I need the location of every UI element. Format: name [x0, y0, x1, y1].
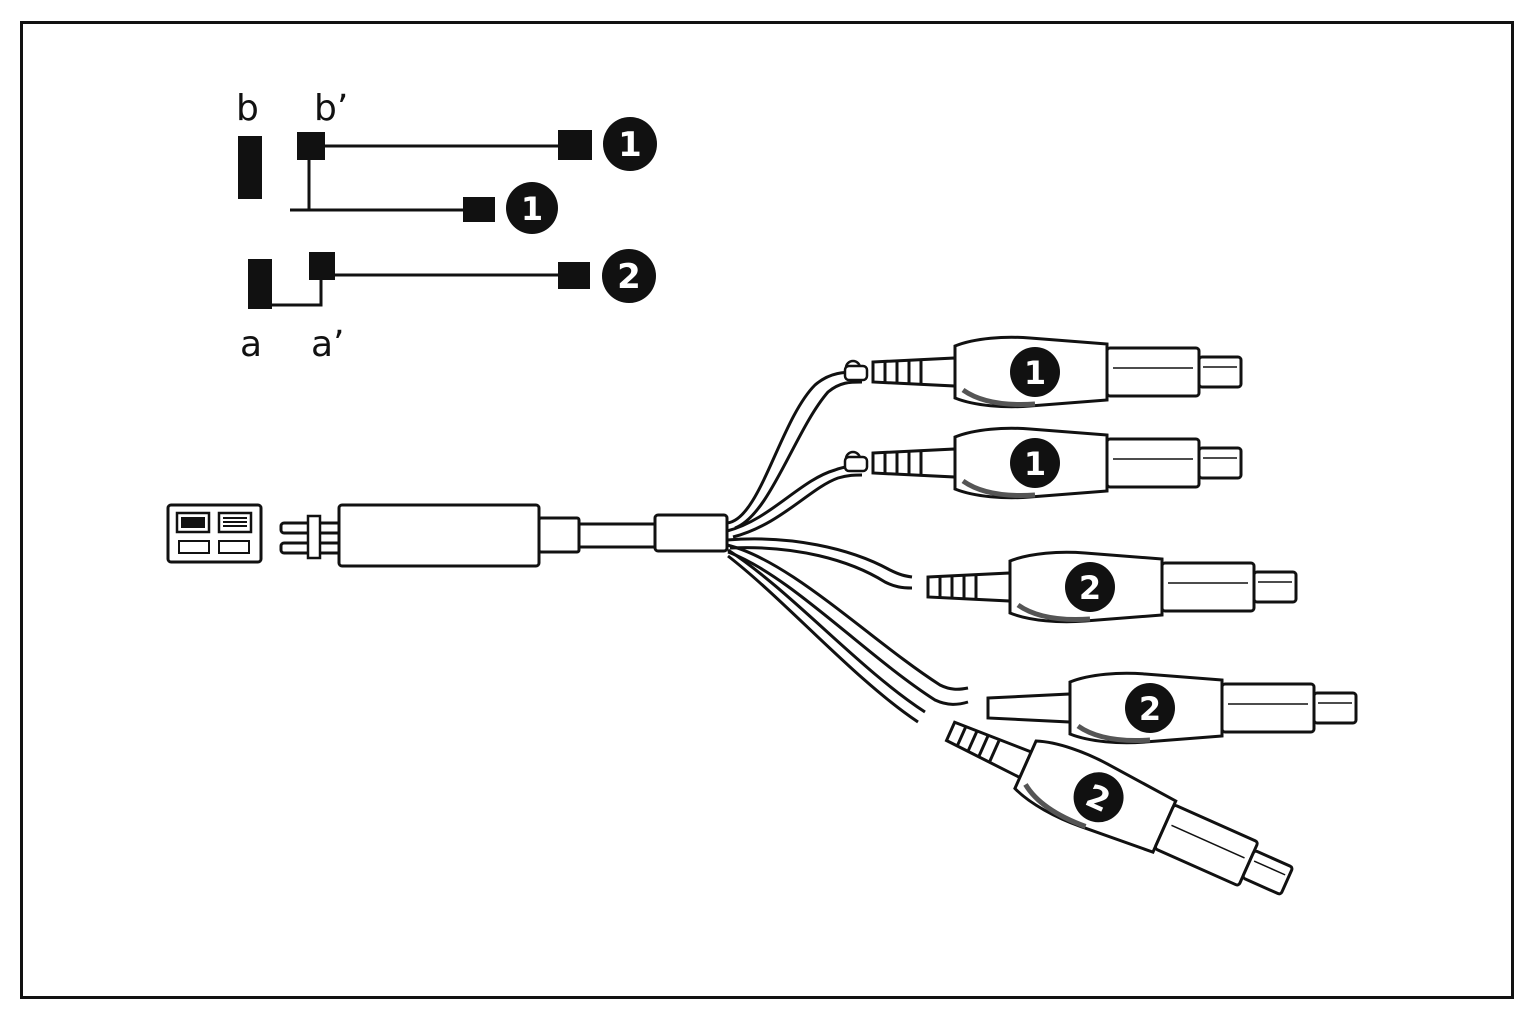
harness-wires	[726, 370, 969, 724]
label-a: a	[240, 324, 262, 365]
plug-2-badge	[1010, 438, 1060, 488]
plug-1: 1	[843, 335, 1243, 409]
contact-a	[248, 259, 272, 309]
plug-5: 2	[944, 720, 1294, 896]
label-b: b	[236, 88, 259, 129]
plug-3: 2	[926, 550, 1298, 624]
top-badge-number: 1	[618, 125, 642, 165]
middle-badge-number: 1	[521, 190, 543, 228]
contact-b	[238, 136, 262, 199]
label-a-prime: a’	[311, 324, 345, 365]
main-plug	[279, 503, 729, 568]
plug-4-badge	[1125, 683, 1175, 733]
plug-4: 2	[986, 671, 1358, 745]
plug-5-badge	[1073, 772, 1124, 823]
middle-terminal	[463, 197, 495, 222]
plug-3-badge-number: 2	[1079, 569, 1101, 607]
middle-badge	[506, 182, 558, 234]
socket-connector	[166, 503, 263, 564]
bottom-terminal	[558, 262, 590, 289]
bottom-badge	[602, 249, 656, 303]
top-terminal	[558, 130, 592, 160]
bottom-badge-number: 2	[617, 257, 641, 297]
bottom-link-wire	[272, 280, 323, 307]
plug-1-badge-number: 1	[1024, 354, 1046, 392]
diagram-frame	[20, 21, 1514, 999]
plug-2-badge-number: 1	[1024, 445, 1046, 483]
schematic: b b’ 1 1 2 a a’	[236, 88, 657, 365]
plug-1-badge	[1010, 347, 1060, 397]
contact-b-prime	[297, 132, 325, 160]
contact-a-prime	[309, 252, 335, 280]
plug-4-badge-number: 2	[1139, 690, 1161, 728]
plug-3-badge	[1065, 562, 1115, 612]
plug-2: 1	[843, 426, 1243, 500]
top-badge	[603, 117, 657, 171]
label-b-prime: b’	[314, 88, 348, 129]
